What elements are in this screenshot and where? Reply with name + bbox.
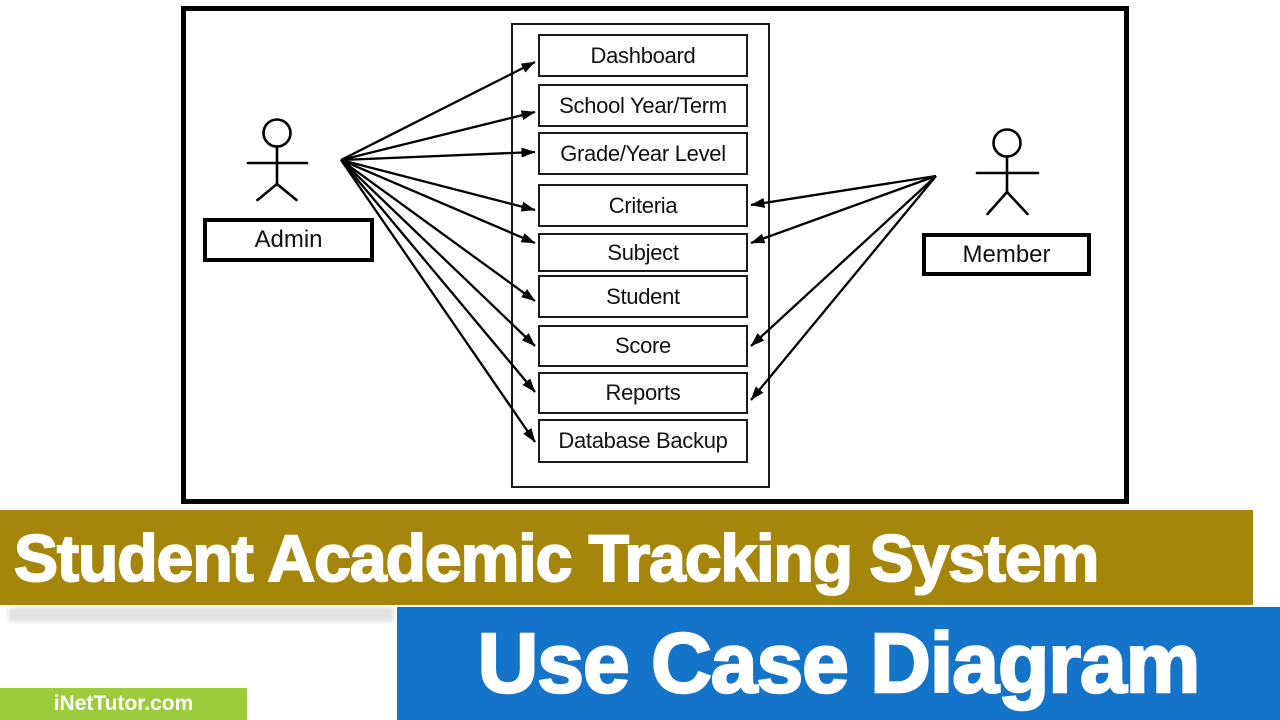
member-actor-label: Member <box>922 233 1091 276</box>
page-title: Student Academic Tracking System <box>13 520 1100 596</box>
subtitle-banner: Use Case Diagram <box>397 607 1280 720</box>
use-case-box: Reports <box>538 372 748 414</box>
watermark-text: iNetTutor.com <box>53 692 194 715</box>
use-case-box: Grade/Year Level <box>538 132 748 175</box>
admin-actor-label: Admin <box>203 218 374 262</box>
use-case-box: School Year/Term <box>538 84 748 127</box>
use-case-box: Score <box>538 325 748 367</box>
use-case-box: Database Backup <box>538 419 748 463</box>
use-case-box: Criteria <box>538 184 748 227</box>
ghost-text-artifact <box>8 607 394 622</box>
use-case-box: Dashboard <box>538 34 748 77</box>
title-banner: Student Academic Tracking System <box>0 510 1253 605</box>
page-subtitle: Use Case Diagram <box>476 615 1201 712</box>
watermark-box: iNetTutor.com <box>0 688 247 720</box>
use-case-box: Student <box>538 275 748 318</box>
use-case-box: Subject <box>538 233 748 272</box>
